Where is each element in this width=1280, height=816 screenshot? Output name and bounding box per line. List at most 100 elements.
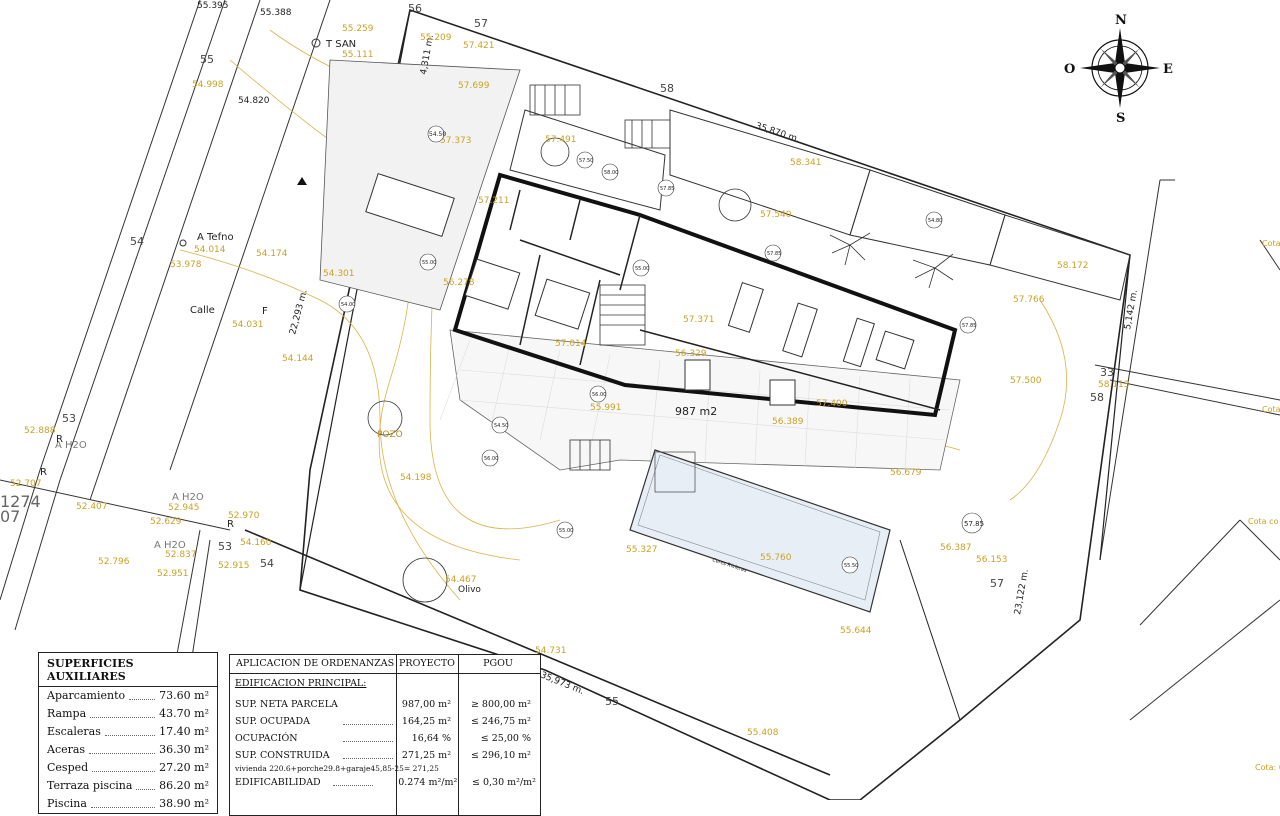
row-label: Cesped bbox=[47, 761, 89, 774]
level-label: 52.796 bbox=[98, 557, 130, 567]
label-calle: Calle bbox=[190, 305, 215, 316]
level-label: 54.014 bbox=[194, 245, 226, 255]
spot-height: 57.85 bbox=[962, 323, 976, 329]
drawing-element bbox=[959, 316, 977, 334]
spot-height: 57.85 bbox=[660, 186, 674, 192]
drawing-element bbox=[657, 179, 675, 197]
drawing-element bbox=[1114, 62, 1126, 74]
drawing-element: R bbox=[40, 467, 47, 478]
drawing-element: Cota Cota Cota co Cota: 64. bbox=[1248, 239, 1280, 772]
side-label: Cota co bbox=[1248, 517, 1278, 526]
drawing-element bbox=[509, 109, 666, 211]
driveway-paving bbox=[319, 59, 521, 311]
parcel-boundary bbox=[299, 8, 1131, 800]
drawing-element bbox=[459, 399, 946, 441]
level-label: 57.373 bbox=[440, 136, 472, 146]
row-pgou: ≤ 296,10 m² bbox=[470, 750, 531, 761]
level-label: 57.400 bbox=[816, 399, 848, 409]
row-value: 27.20 m² bbox=[159, 761, 209, 774]
drawing-element bbox=[1129, 599, 1280, 721]
level-label: 54.998 bbox=[192, 80, 224, 90]
drawing-element bbox=[491, 416, 509, 434]
label-a-h2o: A H2O bbox=[154, 540, 186, 551]
drawing-element bbox=[1100, 48, 1120, 68]
contour-label: 07 bbox=[0, 507, 20, 526]
label-olivo: Olivo bbox=[458, 585, 481, 595]
drawing-element bbox=[1120, 63, 1160, 73]
level-label: 55.395 bbox=[197, 1, 229, 11]
header-pgou: PGOU bbox=[483, 658, 513, 669]
drawing-element bbox=[1120, 48, 1140, 68]
level-label: 55.388 bbox=[260, 8, 292, 18]
spot-height: 54.50 bbox=[494, 423, 508, 429]
level-label: 56.329 bbox=[675, 349, 707, 359]
outdoor-table bbox=[684, 359, 711, 391]
outdoor-lounge bbox=[769, 379, 796, 406]
drawing-element bbox=[1259, 239, 1280, 271]
level-label: 54.174 bbox=[256, 249, 288, 259]
drawing-element bbox=[875, 330, 915, 370]
row-project: 271,25 m² bbox=[401, 750, 451, 761]
level-label: 57.421 bbox=[463, 41, 495, 51]
level-label: 56.278 bbox=[443, 278, 475, 288]
spot-height: 55.00 bbox=[635, 266, 649, 272]
drawing-element bbox=[179, 249, 461, 601]
label-pozo: POZO bbox=[377, 430, 403, 440]
table-row: Cesped 27.20 m² bbox=[39, 759, 217, 777]
level-label: 57.500 bbox=[1010, 376, 1042, 386]
drawing-element bbox=[244, 529, 831, 776]
level-label: 55.991 bbox=[590, 403, 622, 413]
level-label: 58.113 bbox=[1098, 380, 1130, 390]
label-a-tefno: A Tefno bbox=[197, 232, 234, 243]
compass-n: N bbox=[1115, 13, 1127, 28]
row-value: 43.70 m² bbox=[159, 707, 209, 720]
row-label: SUP. CONSTRUIDA bbox=[235, 750, 330, 761]
level-label: 57.371 bbox=[683, 315, 715, 325]
drawing-element bbox=[589, 385, 607, 403]
level-label: 57.699 bbox=[458, 81, 490, 91]
spot-height: 58.00 bbox=[604, 170, 618, 176]
contour-label: 55 bbox=[200, 53, 214, 66]
drawing-element bbox=[637, 454, 881, 601]
drawing-element bbox=[925, 211, 943, 229]
level-label: 55.327 bbox=[626, 545, 658, 555]
drawing-element bbox=[639, 329, 941, 411]
level-label: 55.760 bbox=[760, 553, 792, 563]
well bbox=[367, 400, 403, 436]
drawing-element bbox=[649, 359, 661, 461]
road-line bbox=[39, 0, 201, 471]
spot-height: 57.85 bbox=[767, 251, 781, 257]
row-label: Piscina bbox=[47, 797, 87, 810]
level-label: 56.387 bbox=[940, 543, 972, 553]
drawing-element bbox=[89, 0, 261, 501]
level-label: 54.731 bbox=[535, 646, 567, 656]
drawing-element: 55 54 53 53 54 55 56 57 58 57 33 58 1274… bbox=[0, 2, 1114, 708]
spot-height: 55.00 bbox=[559, 528, 573, 534]
drawing-element bbox=[481, 449, 499, 467]
drawing-element bbox=[419, 253, 437, 271]
level-label: 57.491 bbox=[545, 135, 577, 145]
level-label: 54.160 bbox=[240, 538, 272, 548]
drawing-element bbox=[1080, 63, 1120, 73]
drawing-element bbox=[601, 163, 619, 181]
drawing-element bbox=[556, 521, 574, 539]
north-arrow-marker bbox=[297, 177, 307, 185]
level-label: 52.707 bbox=[10, 479, 42, 489]
level-label: 54.198 bbox=[400, 473, 432, 483]
drawing-element bbox=[1099, 179, 1161, 561]
row-label: Escaleras bbox=[47, 725, 101, 738]
level-label: 52.407 bbox=[76, 502, 108, 512]
drawing-element bbox=[509, 109, 1131, 301]
contour-label: 1274 bbox=[0, 492, 41, 511]
drawing-element bbox=[854, 375, 861, 469]
row-pgou: ≥ 800,00 m² bbox=[470, 699, 531, 710]
level-label: 54.467 bbox=[445, 575, 477, 585]
